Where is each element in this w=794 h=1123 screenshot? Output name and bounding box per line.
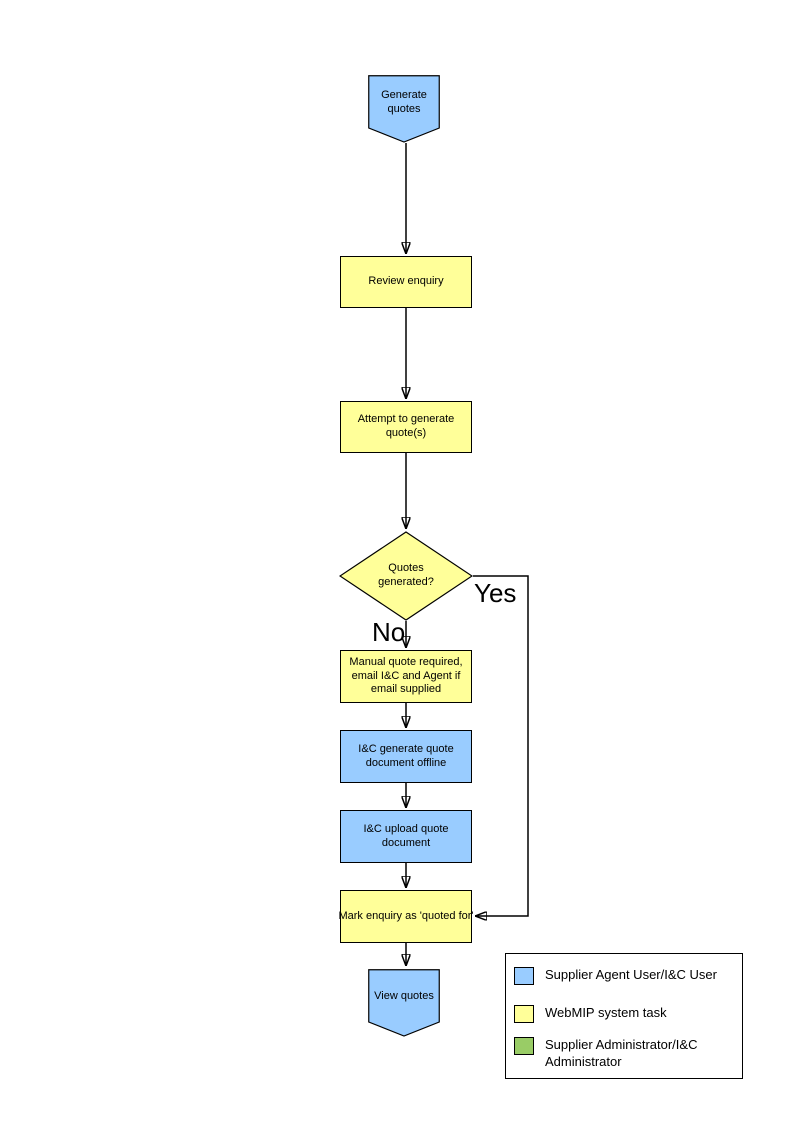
- legend-item-supplier-agent-user: Supplier Agent User/I&C User: [514, 967, 731, 985]
- node-review-enquiry: Review enquiry: [340, 256, 472, 308]
- legend-box: Supplier Agent User/I&C User WebMIP syst…: [505, 953, 743, 1079]
- node-quotes-generated-decision: Quotes generated?: [339, 531, 473, 621]
- node-label: Review enquiry: [368, 275, 444, 288]
- pentagon-down-shape: [368, 969, 440, 1037]
- node-label: Manual quote required, email I&C and Age…: [349, 655, 463, 696]
- node-generate-quotes: Generate quotes: [368, 75, 440, 143]
- node-attempt-generate-quotes: Attempt to generate quote(s): [340, 401, 472, 453]
- node-label: Quotes generated?: [378, 562, 434, 588]
- node-mark-enquiry-quoted-for: Mark enquiry as 'quoted for': [338, 890, 474, 943]
- edge-label-no: No: [372, 617, 406, 647]
- node-view-quotes: View quotes: [368, 969, 440, 1037]
- legend-item-webmip-system-task: WebMIP system task: [514, 1005, 731, 1023]
- connector-decision-yes-to-mark: [473, 575, 529, 916]
- edge-label-yes: Yes: [474, 578, 517, 608]
- node-label: Generate quotes: [381, 89, 427, 115]
- node-ic-generate-quote-offline: I&C generate quote document offline: [340, 730, 472, 783]
- node-ic-upload-quote-document: I&C upload quote document: [340, 810, 472, 863]
- legend-label: Supplier Administrator/I&C Administrator: [545, 1037, 698, 1069]
- legend-swatch-yellow: [514, 1005, 534, 1023]
- legend-swatch-green: [514, 1037, 534, 1055]
- legend-item-supplier-administrator: Supplier Administrator/I&C Administrator: [514, 1037, 731, 1071]
- legend-label: WebMIP system task: [545, 1005, 667, 1020]
- legend-label: Supplier Agent User/I&C User: [545, 967, 717, 982]
- node-label: View quotes: [374, 990, 434, 1003]
- legend-swatch-blue: [514, 967, 534, 985]
- node-label: I&C generate quote document offline: [358, 742, 454, 769]
- pentagon-down-shape: [368, 75, 440, 143]
- node-label: Attempt to generate quote(s): [357, 413, 455, 439]
- diamond-shape: [339, 531, 473, 621]
- node-label: Mark enquiry as 'quoted for': [338, 909, 474, 922]
- node-label: I&C upload quote document: [363, 822, 449, 849]
- node-manual-quote-required: Manual quote required, email I&C and Age…: [340, 650, 472, 703]
